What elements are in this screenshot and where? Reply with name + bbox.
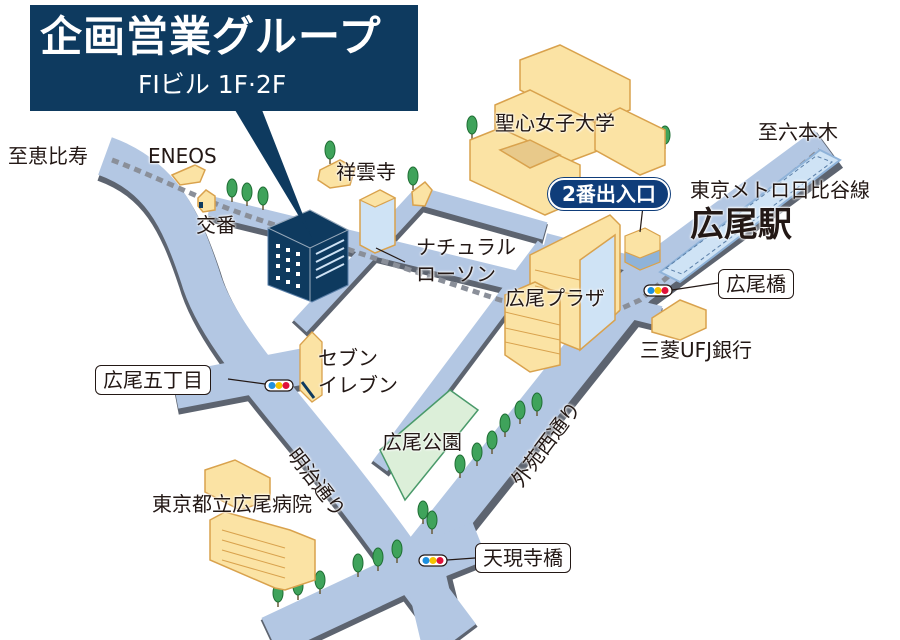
landmark-park: 広尾公園 <box>382 430 462 454</box>
koban-building <box>197 189 216 213</box>
title-callout <box>30 5 418 111</box>
callout-pointer <box>235 110 312 238</box>
lawson-leader <box>375 247 406 263</box>
company-title: 企画営業グループ <box>40 12 382 61</box>
exit2-leader <box>639 205 644 233</box>
landmark-shounji: 祥雲寺 <box>336 160 396 184</box>
seven-eleven-building <box>299 331 323 403</box>
bank-building <box>651 299 707 341</box>
hospital-buildings <box>204 459 316 591</box>
intersection-hiroobashi: 広尾橋 <box>718 269 794 299</box>
intersection-hiroo5: 広尾五丁目 <box>95 365 211 395</box>
landmark-eneos: ENEOS <box>148 144 217 168</box>
direction-roppongi: 至六本木 <box>758 120 838 144</box>
station-name: 広尾駅 <box>690 205 792 245</box>
plaza-building <box>504 214 621 373</box>
signal-hiroo5 <box>227 378 294 392</box>
university-buildings <box>469 44 666 216</box>
direction-ebisu: 至恵比寿 <box>8 144 88 168</box>
building-floor: FIビル 1F·2F <box>138 70 287 99</box>
landmark-hospital: 東京都立広尾病院 <box>152 492 312 516</box>
landmark-lawson-2: ローソン <box>416 262 496 286</box>
landmark-university: 聖心女子大学 <box>495 111 615 135</box>
eneos-building <box>170 164 206 186</box>
landmark-seven-2: イレブン <box>318 373 398 397</box>
fi-building <box>266 209 350 303</box>
landmark-seven-1: セブン <box>318 346 378 370</box>
landmark-plaza: 広尾プラザ <box>505 286 605 310</box>
subway-line-label: 東京メトロ日比谷線 <box>690 178 870 202</box>
signal-tengenjibashi <box>418 554 476 567</box>
landmark-bank: 三菱UFJ銀行 <box>640 338 753 362</box>
landmark-lawson-1: ナチュラル <box>416 235 516 259</box>
lawson-building <box>358 189 397 254</box>
signal-hiroobashi <box>643 282 719 297</box>
station-exit-badge: 2番出入口 <box>548 178 670 210</box>
intersection-tengenjibashi: 天現寺橋 <box>475 543 571 573</box>
park-area <box>379 389 480 502</box>
temple-buildings <box>317 159 433 207</box>
station-platform <box>658 148 842 284</box>
landmark-koban: 交番 <box>196 213 236 237</box>
exit2-building <box>624 227 661 271</box>
